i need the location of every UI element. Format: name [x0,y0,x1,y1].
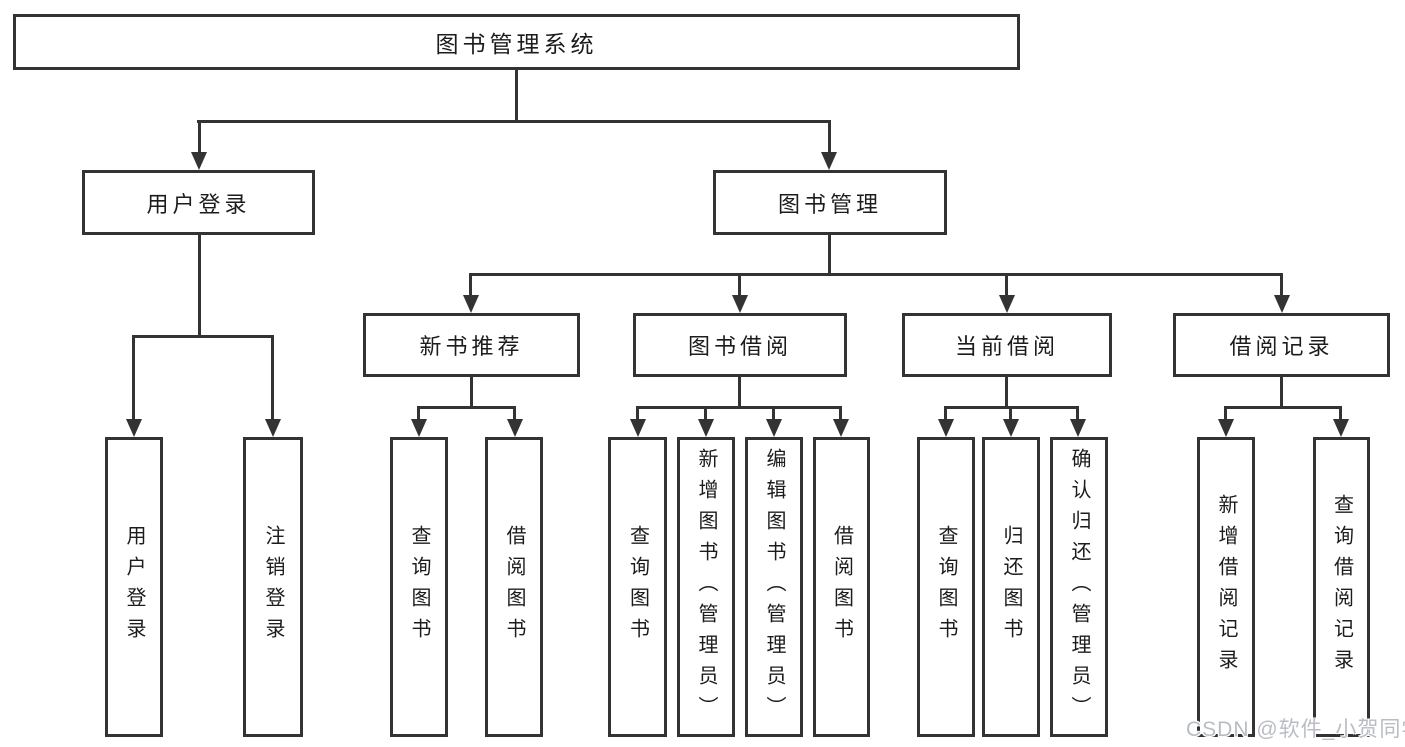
leaf-query-books-recommend: 查询图书 [390,437,448,737]
connector-recommend-stem [470,377,473,406]
connector-records-stem [1280,377,1283,406]
leaf-logout: 注销登录 [243,437,303,737]
connector-recommend-drop-2 [513,406,516,420]
connector-root-drop-mgmt [828,120,831,153]
connector-borrow-drop-1 [636,406,639,420]
connector-records-drop-2 [1339,406,1342,420]
node-library-management-system: 图书管理系统 [13,14,1020,70]
connector-login-branch [132,335,274,338]
connector-borrow-drop-4 [839,406,842,420]
node-book-borrow: 图书借阅 [633,313,847,377]
arrowhead-down [630,419,646,437]
arrowhead-down [126,419,142,437]
arrowhead-down [1218,419,1234,437]
connector-login-drop-1 [132,335,135,420]
leaf-confirm-return-admin: 确认归还（管理员） [1050,437,1108,737]
connector-current-drop-2 [1009,406,1012,420]
connector-recommend-branch [417,406,516,409]
connector-current-drop-3 [1076,406,1079,420]
connector-root-stem [515,70,518,120]
arrowhead-down [999,295,1015,313]
connector-borrow-drop-2 [704,406,707,420]
connector-mgmt-stem [828,235,831,273]
connector-root-branch [197,120,831,123]
leaf-user-login: 用户登录 [105,437,163,737]
connector-mgmt-drop-2 [738,273,741,296]
arrowhead-down [766,419,782,437]
connector-borrow-drop-3 [772,406,775,420]
node-current-borrow: 当前借阅 [902,313,1112,377]
arrowhead-down [732,295,748,313]
arrowhead-down [1070,419,1086,437]
leaf-query-books-current: 查询图书 [917,437,975,737]
leaf-query-books-borrow: 查询图书 [608,437,667,737]
connector-borrow-branch [636,406,842,409]
connector-current-drop-1 [944,406,947,420]
leaf-borrow-books: 借阅图书 [813,437,870,737]
leaf-borrow-books-recommend: 借阅图书 [485,437,543,737]
node-borrow-records: 借阅记录 [1173,313,1390,377]
arrowhead-down [1003,419,1019,437]
node-new-book-recommend: 新书推荐 [363,313,580,377]
leaf-return-books: 归还图书 [982,437,1040,737]
leaf-query-borrow-record: 查询借阅记录 [1313,437,1370,737]
connector-current-stem [1005,377,1008,406]
arrowhead-down [821,152,837,170]
leaf-add-borrow-record: 新增借阅记录 [1197,437,1255,737]
leaf-add-books-admin: 新增图书（管理员） [677,437,735,737]
node-user-login: 用户登录 [82,170,315,235]
arrowhead-down [1274,295,1290,313]
connector-mgmt-drop-1 [469,273,472,296]
connector-borrow-stem [738,377,741,406]
connector-recommend-drop-1 [417,406,420,420]
csdn-watermark: CSDN @软件_小贺同学 [1186,718,1405,741]
connector-root-drop-login [198,120,201,153]
arrowhead-down [191,152,207,170]
arrowhead-down [698,419,714,437]
arrowhead-down [507,419,523,437]
arrowhead-down [463,295,479,313]
connector-records-drop-1 [1224,406,1227,420]
arrowhead-down [833,419,849,437]
node-book-management: 图书管理 [713,170,947,235]
arrowhead-down [938,419,954,437]
connector-records-branch [1224,406,1342,409]
connector-mgmt-drop-3 [1005,273,1008,296]
connector-login-stem [198,235,201,335]
arrowhead-down [411,419,427,437]
arrowhead-down [265,419,281,437]
arrowhead-down [1333,419,1349,437]
leaf-edit-books-admin: 编辑图书（管理员） [745,437,803,737]
connector-mgmt-branch [469,273,1283,276]
connector-login-drop-2 [271,335,274,420]
connector-mgmt-drop-4 [1280,273,1283,296]
